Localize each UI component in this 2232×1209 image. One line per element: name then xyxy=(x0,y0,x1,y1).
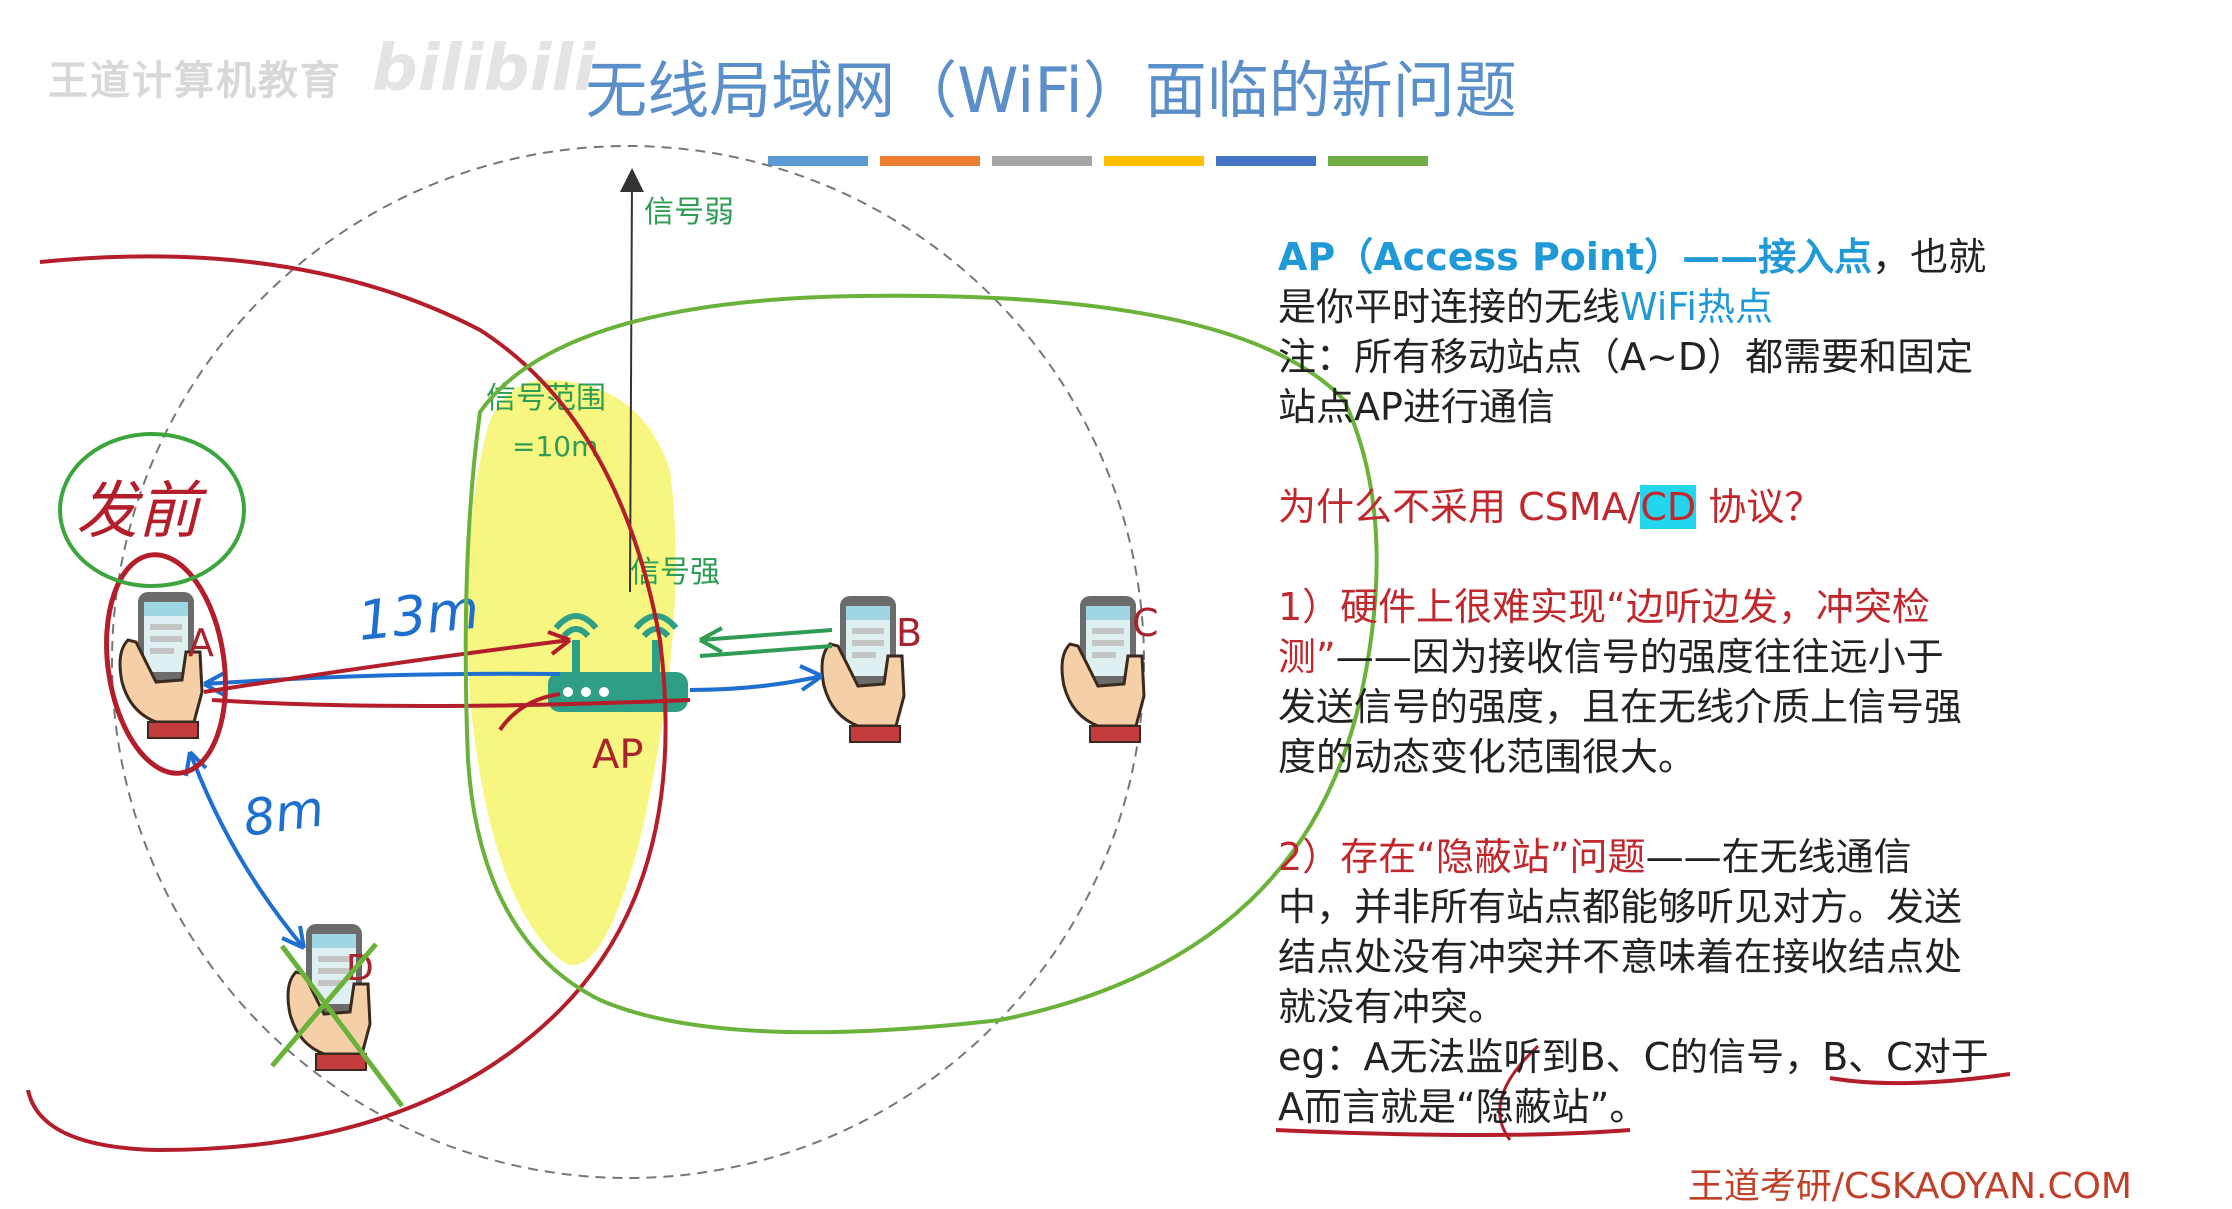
handwritten-13m: 13m xyxy=(355,578,482,653)
watermark-site: bilibili xyxy=(372,32,596,106)
red-ellipse-a xyxy=(104,552,228,776)
page-title: 无线局域网（WiFi）面临的新问题 xyxy=(585,54,1517,127)
accent-bar xyxy=(1328,156,1428,166)
station-c-label: C xyxy=(1132,601,1159,645)
explanation-panel: AP（Access Point）——接入点，也就 是你平时连接的无线WiFi热点… xyxy=(1278,232,2058,1132)
note-line1: 注：所有移动站点（A~D）都需要和固定 xyxy=(1278,335,1974,379)
reason1-line4: 度的动态变化范围很大。 xyxy=(1278,735,1697,779)
handwritten-send: 发前 xyxy=(76,474,208,547)
phone-a-icon xyxy=(118,590,204,740)
footer-brand: 王道考研/CSKAOYAN.COM xyxy=(1687,1166,2132,1207)
ap-definition-line1: AP（Access Point）——接入点，也就 xyxy=(1278,235,1987,279)
red-range-curve xyxy=(26,254,668,1153)
accent-bar xyxy=(880,156,980,166)
watermark-brand: 王道计算机教育 xyxy=(48,58,342,104)
note-line2: 站点AP进行通信 xyxy=(1278,385,1555,429)
reason1-line3: 发送信号的强度，且在无线介质上信号强 xyxy=(1278,685,1963,729)
ap-term: AP（Access Point）——接入点 xyxy=(1278,235,1873,279)
example-line2: A而言就是“隐蔽站”。 xyxy=(1278,1085,1648,1129)
accent-bars xyxy=(768,156,1428,166)
green-ellipse-send xyxy=(58,432,246,588)
wifi-hotspot-term: WiFi热点 xyxy=(1620,285,1773,329)
reason1-line2: 测”——因为接收信号的强度往往远小于 xyxy=(1278,635,1944,679)
ap-definition-line2: 是你平时连接的无线WiFi热点 xyxy=(1278,285,1773,329)
green-range-curve xyxy=(463,293,1379,1035)
handwritten-8m: 8m xyxy=(240,779,328,848)
accent-bar xyxy=(1104,156,1204,166)
reason2-line3: 结点处没有冲突并不意味着在接收结点处 xyxy=(1278,935,1963,979)
accent-bar xyxy=(768,156,868,166)
accent-bar xyxy=(992,156,1092,166)
reason2-line2: 中，并非所有站点都能够听见对方。发送 xyxy=(1278,885,1963,929)
reason1-line1: 1）硬件上很难实现“边听边发，冲突检 xyxy=(1278,585,1930,629)
reason2-line4: 就没有冲突。 xyxy=(1278,985,1507,1029)
signal-weak-label: 信号弱 xyxy=(644,195,734,230)
phone-b-icon xyxy=(820,594,906,744)
ap-label: AP xyxy=(592,732,643,778)
signal-range-circle xyxy=(111,145,1145,1179)
example-line1: eg：A无法监听到B、C的信号，B、C对于 xyxy=(1278,1035,1989,1079)
station-b-label: B xyxy=(896,611,922,655)
cd-highlight: CD xyxy=(1640,485,1697,529)
accent-bar xyxy=(1216,156,1316,166)
station-a-label: A xyxy=(188,621,214,665)
question-line: 为什么不采用 CSMA/CD 协议？ xyxy=(1278,485,1823,529)
reason2-line1: 2）存在“隐蔽站”问题——在无线通信 xyxy=(1278,835,1912,879)
